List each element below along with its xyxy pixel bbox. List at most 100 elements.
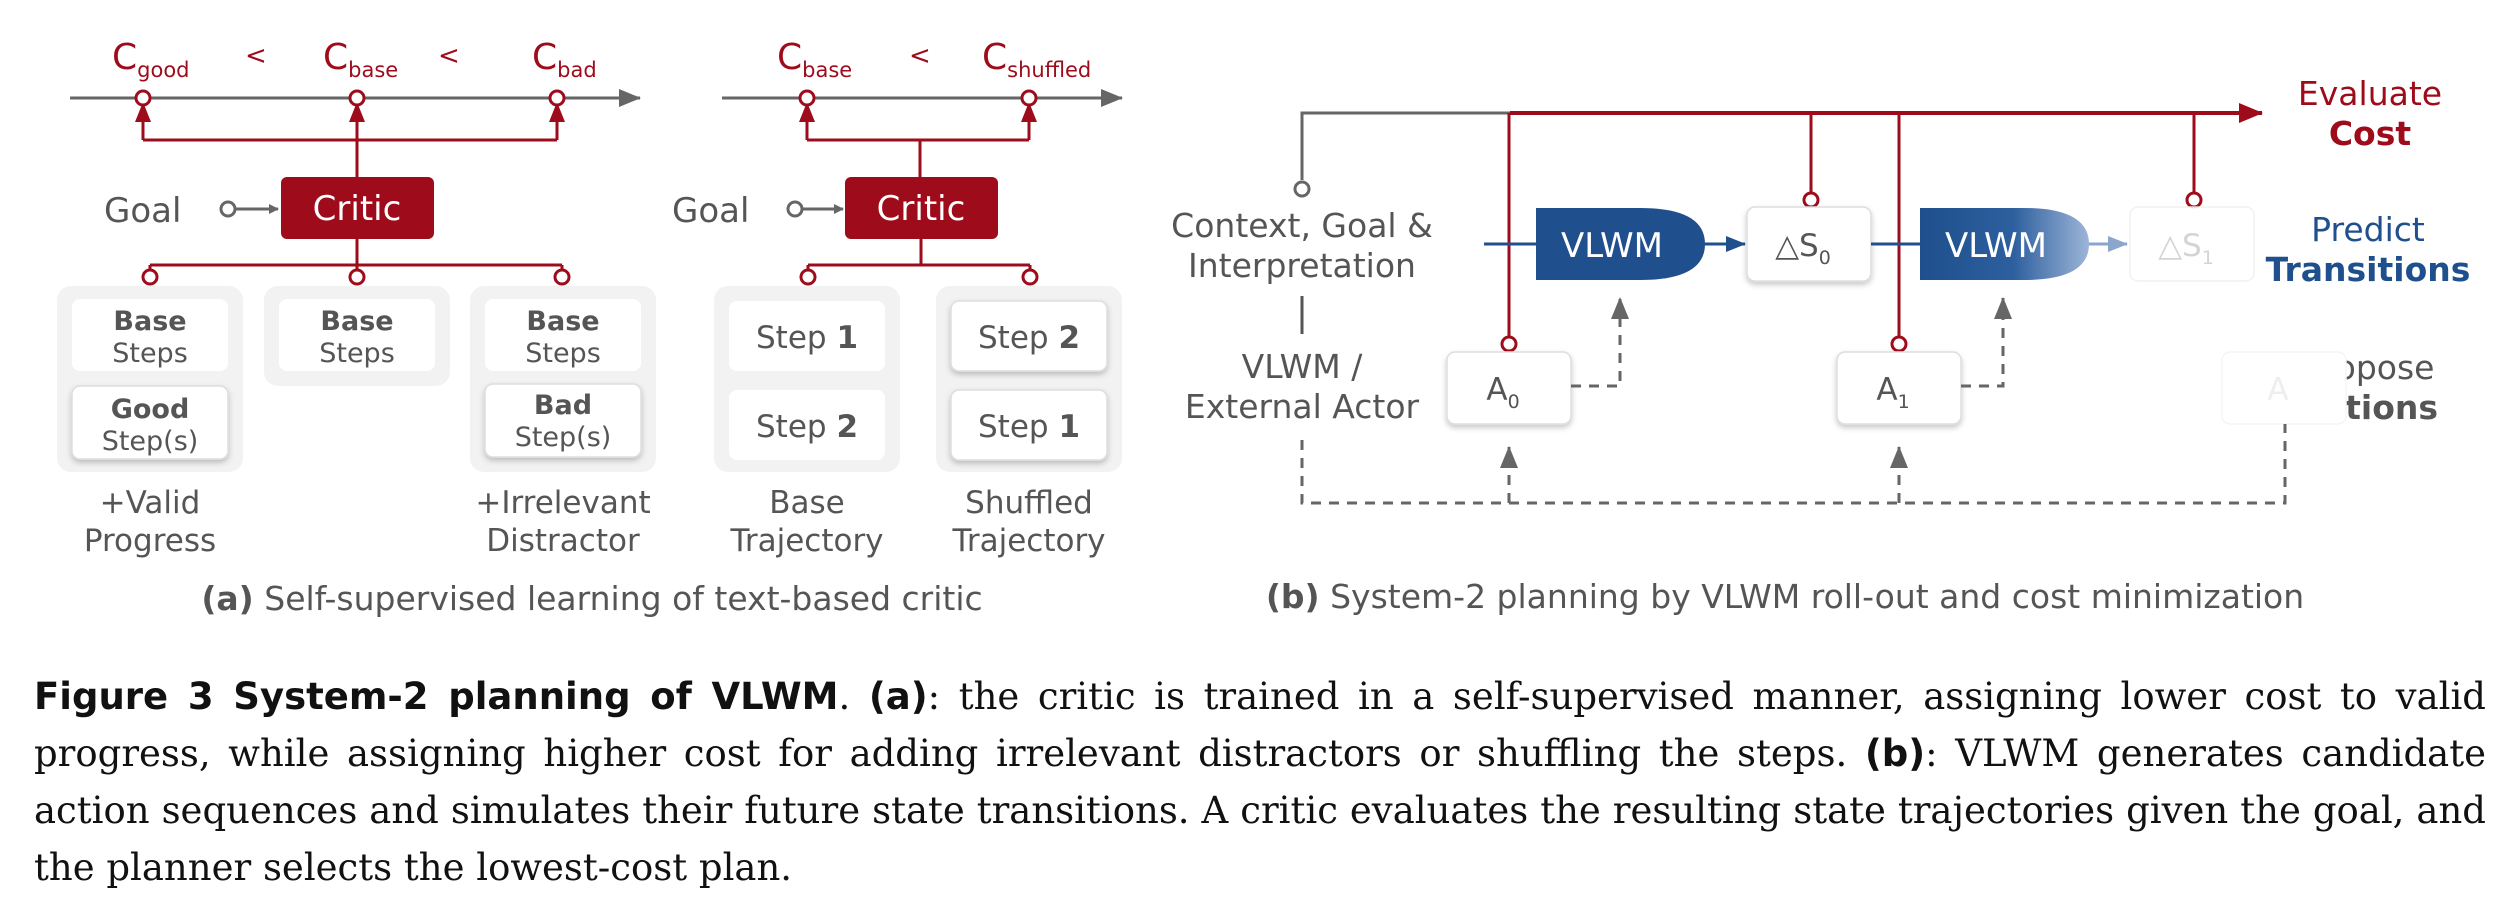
shuffled-traj-step1: Step 1 <box>978 409 1080 445</box>
panel-b-caption: (b) System-2 planning by VLWM roll-out a… <box>1266 577 2304 616</box>
goal-port-2 <box>786 200 804 218</box>
critic-label-2: Critic <box>877 189 966 229</box>
axis2-arrowhead-base <box>799 102 815 122</box>
shuffled-traj-label-1: Shuffled <box>965 485 1093 521</box>
axis2-c-shuffled-label: Cshuffled <box>982 37 1091 82</box>
figure-caption: Figure 3 System-2 planning of VLWM. (a):… <box>34 668 2486 896</box>
panel-b: Evaluate Cost Predict Transitions Propos… <box>1171 74 2470 616</box>
critic2-fanout <box>806 239 1032 272</box>
critic2-port-base <box>799 268 817 286</box>
shuffled-traj-step1-box <box>950 389 1108 461</box>
critic-box-1 <box>281 177 434 239</box>
evaluate-label-1: Evaluate <box>2298 74 2442 113</box>
goal-label-1: Goal <box>104 191 181 231</box>
col-distractor-base-rest: Steps <box>525 338 601 369</box>
shuffled-traj-step2: Step 2 <box>978 320 1080 356</box>
col-distractor-bad-rest: Step(s) <box>515 422 612 453</box>
axis2-feedback <box>805 105 1031 185</box>
context-label-1: Context, Goal & <box>1171 206 1433 245</box>
caption-sep: . <box>838 675 869 718</box>
critic1-fanout <box>148 239 564 272</box>
dash-a0-vlwm0 <box>1571 297 1629 388</box>
base-traj-step2: Step 2 <box>756 409 858 445</box>
goal-label-2: Goal <box>672 191 749 231</box>
vlwm-box-0 <box>1536 208 1705 280</box>
axis1-point-base <box>348 89 366 107</box>
col-base-base-box <box>279 299 435 371</box>
col-valid-good-box <box>71 385 229 460</box>
predict-label-2: Transitions <box>2266 250 2471 289</box>
context-label-2: Interpretation <box>1188 246 1416 285</box>
col-valid-base-box <box>72 299 228 371</box>
predict-label-1: Predict <box>2311 210 2425 249</box>
col-base-base-rest: Steps <box>319 338 395 369</box>
caption-b-text: : VLWM generates candidate action sequen… <box>34 732 2486 889</box>
evaluate-label-2: Cost <box>2329 114 2412 153</box>
col-base-base-bold: Base <box>320 306 393 337</box>
tap-a1-port <box>1890 335 1908 353</box>
axis2-point-base <box>798 89 816 107</box>
col-valid-label-1: +Valid <box>100 485 201 521</box>
axis1-point-good <box>134 89 152 107</box>
tap-a0-port <box>1500 335 1518 353</box>
panel-a: Cgood < Cbase < Cbad Goal Critic Base St… <box>57 37 1123 618</box>
context-top-line <box>1300 111 1510 180</box>
axis1-point-bad <box>548 89 566 107</box>
axis1-c-base-label: Cbase <box>323 37 398 82</box>
col-valid-base-bold: Base <box>113 306 186 337</box>
delta-s1-box <box>2129 206 2255 282</box>
a0-label: A0 <box>1486 372 1519 413</box>
a0-box <box>1446 351 1572 425</box>
axis1-c-bad-label: Cbad <box>532 37 597 82</box>
context-port <box>1293 180 1311 198</box>
tap-s1-port <box>2185 191 2203 209</box>
axis1-feedback <box>141 105 559 185</box>
a1-box <box>1836 351 1962 425</box>
actor-label-1: VLWM / <box>1242 347 1364 386</box>
critic1-port-distractor <box>553 268 571 286</box>
vlwm-label-0: VLWM <box>1561 226 1663 266</box>
critic-label-1: Critic <box>313 189 402 229</box>
col-distractor-label-2: Distractor <box>486 523 640 559</box>
delta-s1-label: △S1 <box>2158 228 2214 269</box>
base-traj-step1-box <box>729 301 885 371</box>
caption-a-tag: (a) <box>868 675 928 718</box>
critic2-port-shuffled <box>1021 268 1039 286</box>
critic1-port-base <box>348 268 366 286</box>
shuffled-traj-step2-box <box>950 300 1108 372</box>
figure-diagram: Cgood < Cbase < Cbad Goal Critic Base St… <box>57 37 2470 618</box>
axis2-arrowhead-shuffled <box>1021 102 1037 122</box>
col-distractor-bad-bold: Bad <box>534 390 592 421</box>
axis1-arrowhead-base <box>349 102 365 122</box>
vlwm-box-1 <box>1920 208 2089 280</box>
axis2-point-shuffled <box>1020 89 1038 107</box>
col-valid-good-bold: Good <box>111 394 190 425</box>
col-valid-good-rest: Step(s) <box>102 426 199 457</box>
caption-b-tag: (b) <box>1864 732 1926 775</box>
goal-port-1 <box>219 200 237 218</box>
col-valid-label-2: Progress <box>84 523 216 559</box>
a2-label-faded: A <box>2267 372 2288 408</box>
delta-s0-label: △S0 <box>1775 228 1831 269</box>
axis1-lt-1: < <box>245 41 267 71</box>
tap-s0-port <box>1802 191 1820 209</box>
axis1-lt-2: < <box>438 41 460 71</box>
dash-a1-vlwm1 <box>1961 297 2012 388</box>
col-distractor-base-bold: Base <box>526 306 599 337</box>
critic-box-2 <box>845 177 998 239</box>
base-traj-label-2: Trajectory <box>729 523 883 559</box>
critic1-port-valid <box>141 268 159 286</box>
col-distractor-bad-box <box>484 383 642 458</box>
caption-figure-label: Figure 3 System-2 planning of VLWM <box>34 675 839 718</box>
axis1-arrowhead-good <box>135 102 151 122</box>
axis2-c-base-label: Cbase <box>777 37 852 82</box>
vlwm-label-1: VLWM <box>1945 226 2047 266</box>
a1-label: A1 <box>1876 372 1909 413</box>
base-traj-step2-box <box>729 390 885 460</box>
axis1-c-good-label: Cgood <box>112 37 190 82</box>
col-valid-base-rest: Steps <box>112 338 188 369</box>
axis2-lt: < <box>909 41 931 71</box>
col-distractor-base-box <box>485 299 641 371</box>
axis1-arrowhead-bad <box>549 102 565 122</box>
shuffled-traj-label-2: Trajectory <box>951 523 1105 559</box>
